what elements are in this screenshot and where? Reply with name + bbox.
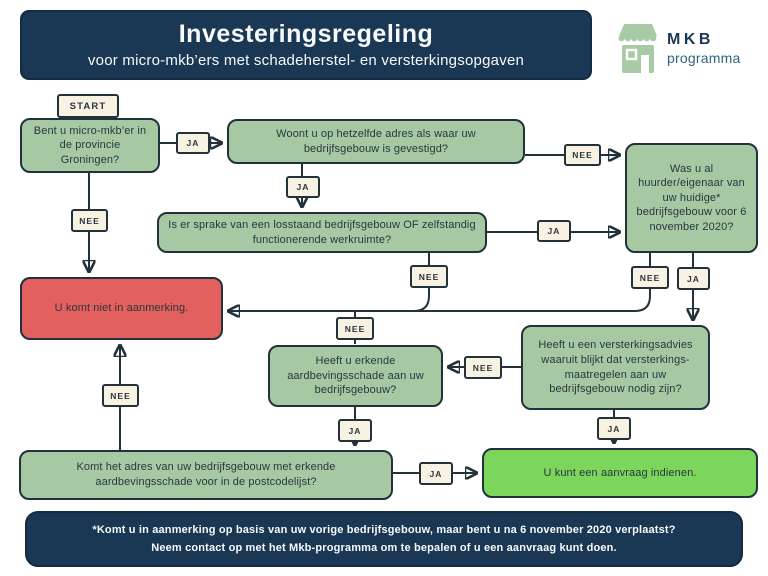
arrow-huurder-to-afgewezen [229,253,651,311]
node-question-zelfde-adres: Woont u op hetzelfde adres als waar uw b… [227,119,525,164]
mkb-logo: MKB programma [616,18,756,78]
node-result-niet-in-aanmerking: U komt niet in aanmerking. [20,277,223,340]
nee-label-huurder-afgewezen: NEE [631,266,669,289]
nee-label-schade-afgewezen: NEE [336,317,374,340]
ja-label-huurder-advies: JA [677,267,710,290]
page-title: Investeringsregeling [178,19,434,48]
nee-label-losstaand-afgewezen: NEE [410,265,448,288]
header-banner: Investeringsregeling voor micro-mkb’ers … [20,10,592,80]
nee-label-advies-schade: NEE [464,356,502,379]
logo-subname: programma [667,49,741,66]
node-result-aanvraag-indienen: U kunt een aanvraag indienen. [482,448,758,498]
footer-line-2: Neem contact op met het Mkb-programma om… [151,542,617,554]
nee-label-postcode-afgewezen: NEE [102,384,139,407]
ja-label-adres-losstaand: JA [286,176,320,198]
ja-label-schade-postcode: JA [338,419,372,442]
node-question-micro-mkb: Bent u micro-mkb’er in de provincie Gron… [20,118,160,173]
logo-text: MKB programma [667,31,740,66]
ja-label-micro-adres: JA [176,132,210,154]
footer-note: *Komt u in aanmerking op basis van uw vo… [25,511,743,567]
ja-label-postcode-aanvraag: JA [419,462,453,485]
start-badge: START [57,94,119,118]
logo-name: MKB [667,30,714,48]
nee-label-micro-afgewezen: NEE [71,209,108,232]
node-question-aardbevingsschade: Heeft u erkende aardbevingsschade aan uw… [268,345,443,407]
ja-label-losstaand-huurder: JA [537,220,571,242]
storefront-icon [618,24,657,73]
node-question-huurder-eigenaar: Was u al huurder/eigenaar van uw huidige… [625,143,758,253]
ja-label-advies-aanvraag: JA [597,417,631,440]
nee-label-adres-huurder: NEE [564,144,601,166]
arrow-losstaand-to-merge [413,253,430,312]
page-subtitle: voor micro-mkb’ers met schadeherstel- en… [87,52,525,70]
node-question-versterkingsadvies: Heeft u een versterkingsadvies waaruit b… [521,325,710,410]
footer-line-1: *Komt u in aanmerking op basis van uw vo… [92,523,676,536]
node-question-losstaand-gebouw: Is er sprake van een losstaand bedrijfsg… [157,212,487,253]
node-question-postcodelijst: Komt het adres van uw bedrijfsgebouw met… [19,450,393,500]
